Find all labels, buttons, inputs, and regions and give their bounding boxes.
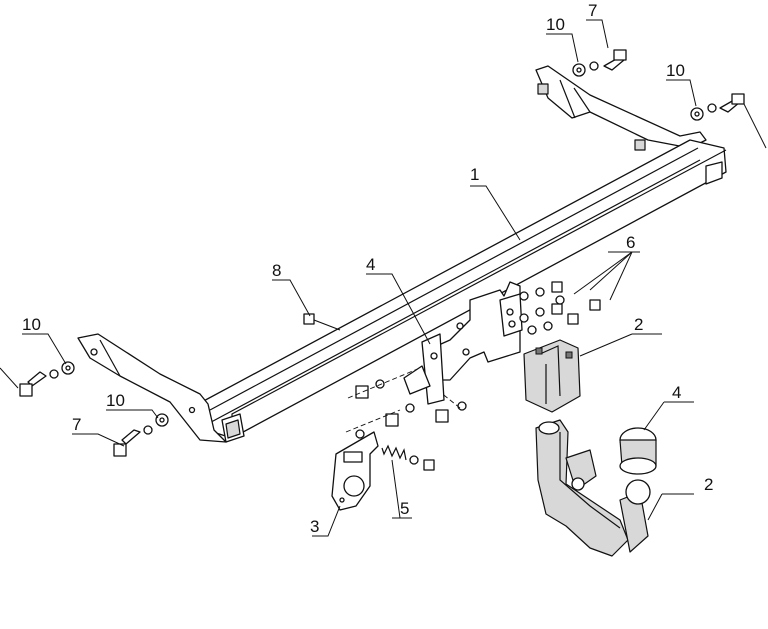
label-part-3: 3 <box>310 517 319 536</box>
label-part-1: 1 <box>470 165 479 184</box>
part-labels: 1 6 2 4 2 4 8 10 10 7 10 7 10 3 5 <box>22 1 713 536</box>
bolt-8 <box>303 313 341 331</box>
label-part-10-left-top: 10 <box>22 315 41 334</box>
tow-ball-cap <box>619 427 657 475</box>
bolt-group-6 <box>519 281 601 335</box>
label-part-7-top: 7 <box>588 1 597 20</box>
label-part-4-lower: 4 <box>672 383 681 402</box>
bolt-set-left <box>19 361 169 457</box>
label-part-5: 5 <box>400 499 409 518</box>
label-part-4-upper: 4 <box>366 255 375 274</box>
label-part-10-right: 10 <box>666 61 685 80</box>
label-part-2-lower: 2 <box>704 475 713 494</box>
label-part-10-top: 10 <box>546 15 565 34</box>
main-crossbar <box>197 139 727 443</box>
label-part-6: 6 <box>626 233 635 252</box>
electric-box-part-2 <box>523 339 581 413</box>
bolt-set-top-right <box>572 49 745 121</box>
tow-ball-neck <box>535 419 651 557</box>
leader-lines <box>0 19 767 537</box>
spring-5 <box>381 444 435 471</box>
socket-plate-part-4 <box>403 333 445 405</box>
socket-plate-3 <box>331 431 379 511</box>
label-part-7-left: 7 <box>72 415 81 434</box>
bolt-group-lower <box>345 367 467 439</box>
left-side-bracket <box>77 333 227 443</box>
label-part-8: 8 <box>272 261 281 280</box>
label-part-10-left-bottom: 10 <box>106 391 125 410</box>
label-part-2-upper: 2 <box>634 315 643 334</box>
